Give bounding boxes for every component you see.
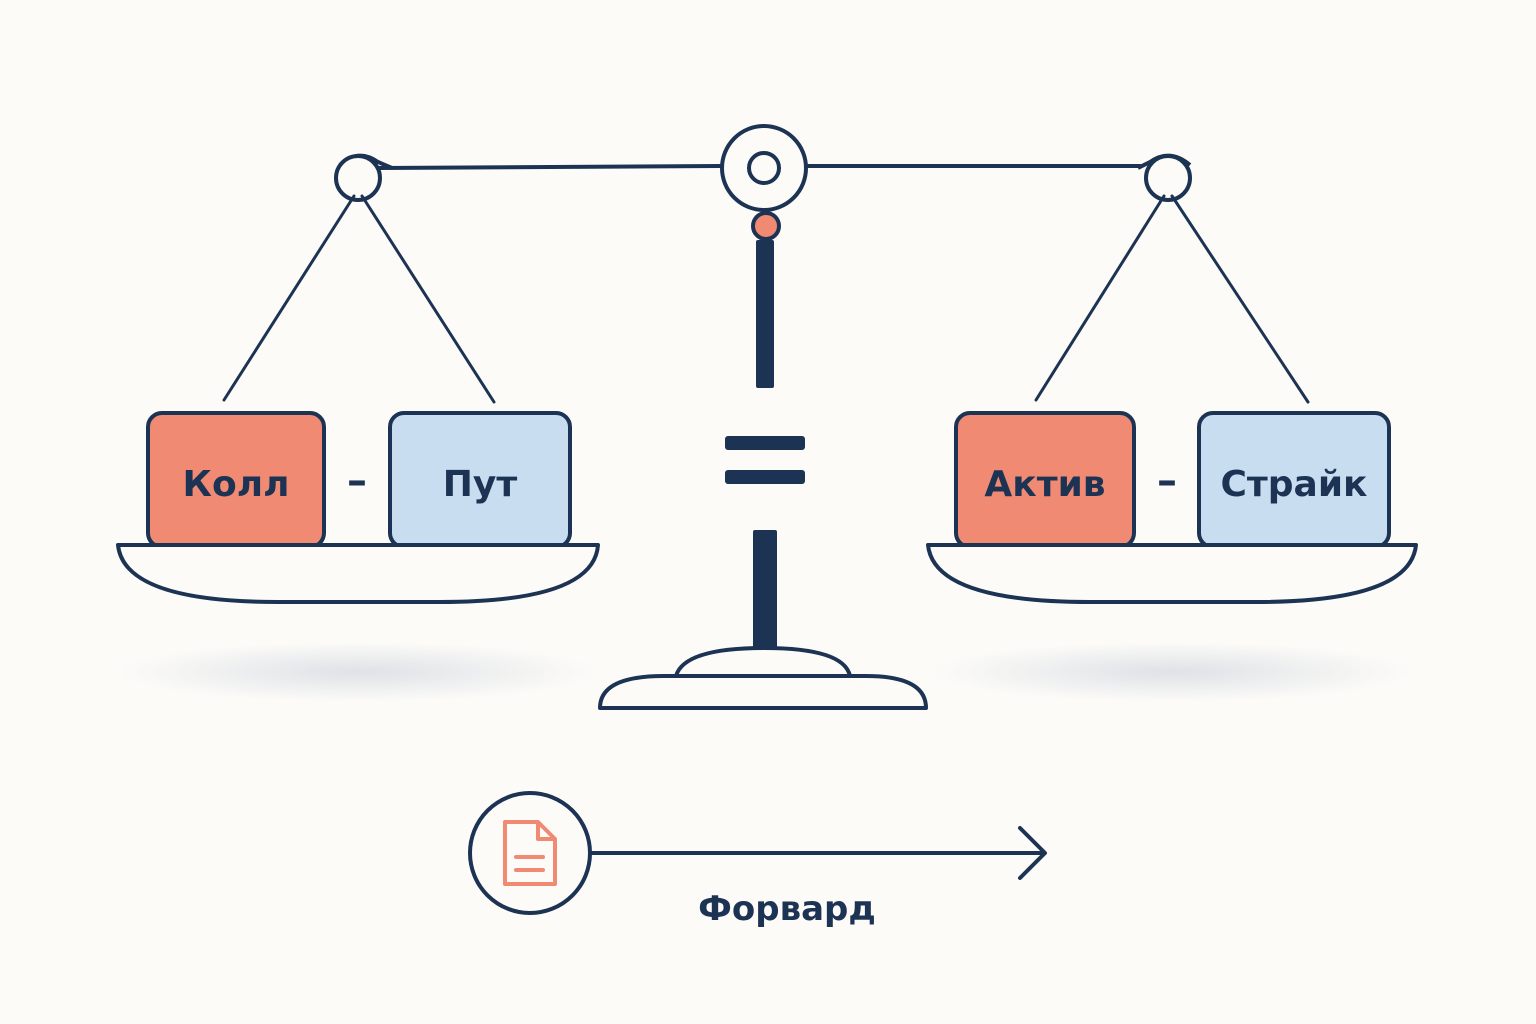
scale-post-upper [756,240,774,388]
term-label-call: Колл [183,464,290,505]
term-label-put: Пут [443,464,518,505]
left-pan-strings [222,194,496,404]
scale-post-lower [753,530,777,650]
equals-sign: = [725,436,805,484]
term-box-asset: Актив [954,411,1136,549]
right-pan [926,543,1418,604]
left-pivot-icon [334,153,393,202]
document-icon [468,791,592,915]
term-box-strike: Страйк [1197,411,1391,549]
center-pivot-icon [720,124,808,241]
forward-label: Форвард [698,889,876,929]
right-pan-strings [1034,194,1310,404]
right-pan-shadow [932,642,1412,702]
term-box-call: Колл [146,411,326,549]
left-pan [116,543,600,604]
scale-base [598,646,928,710]
term-label-asset: Актив [984,464,1105,505]
left-pan-shadow [118,642,598,702]
forward-arrow [588,826,1047,880]
right-minus-operator: – [1157,458,1177,504]
term-label-strike: Страйк [1220,464,1367,505]
scale-beam [376,164,1142,170]
right-pivot-icon [1137,153,1192,202]
term-box-put: Пут [388,411,572,549]
left-minus-operator: – [347,458,367,504]
